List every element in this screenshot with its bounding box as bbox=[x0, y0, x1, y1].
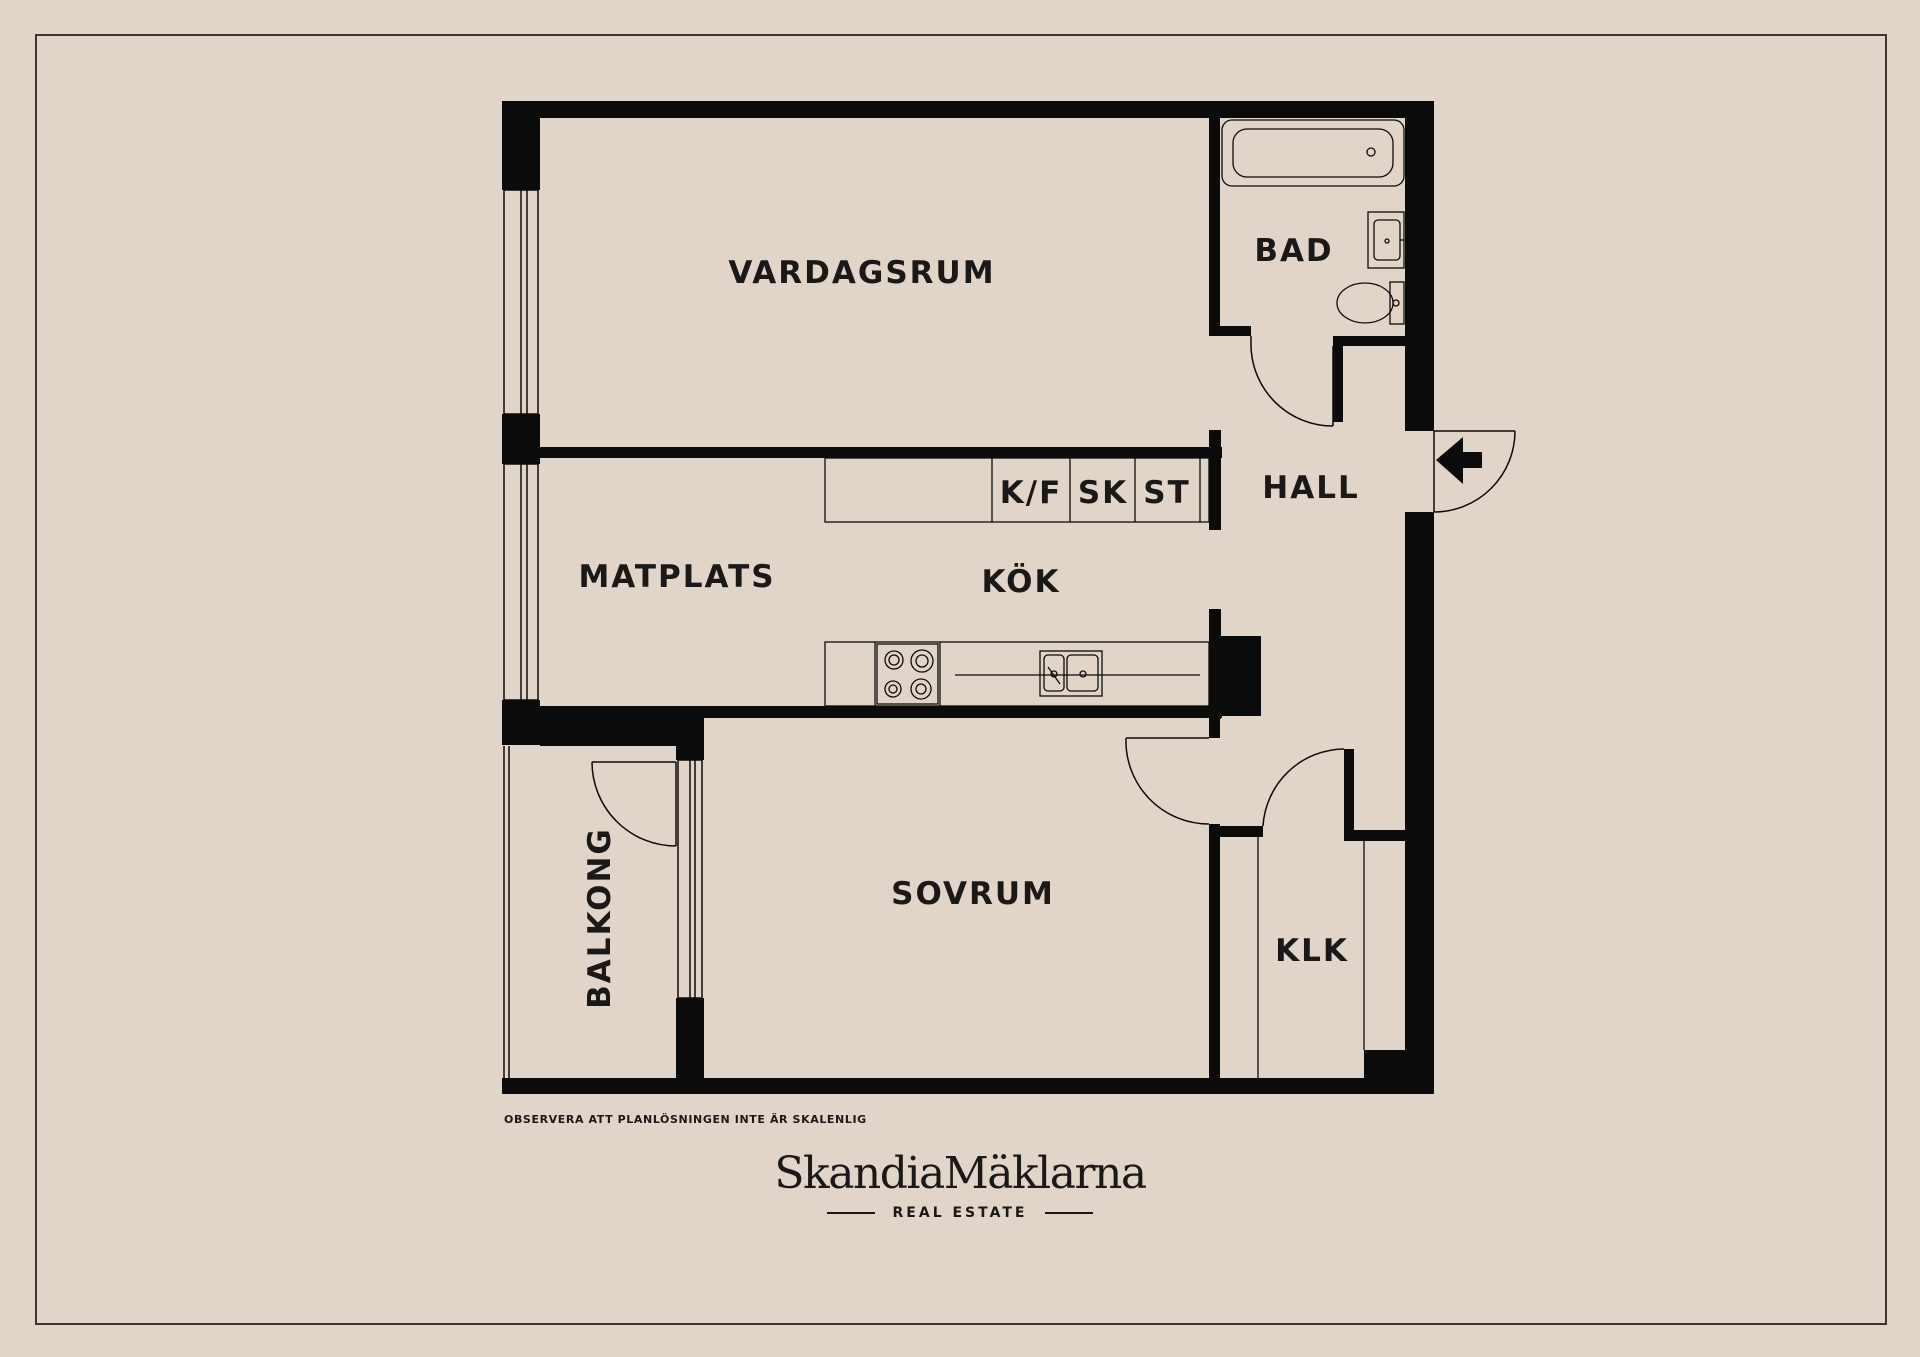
upper-counter bbox=[824, 457, 1210, 523]
wall-bedroom-left-upper bbox=[676, 718, 704, 760]
label-bad: BAD bbox=[1254, 233, 1333, 269]
page-frame bbox=[35, 34, 1887, 1325]
wall-klk-right-stub bbox=[1344, 749, 1354, 839]
label-vardagsrum: VARDAGSRUM bbox=[728, 255, 995, 291]
toilet-icon bbox=[1336, 281, 1405, 325]
logo-rule-right bbox=[1045, 1212, 1094, 1214]
label-matplats: MATPLATS bbox=[578, 559, 775, 595]
label-sk: SK bbox=[1078, 475, 1128, 511]
wall-bottom bbox=[502, 1078, 1434, 1094]
wall-kitchen-pier bbox=[1209, 609, 1221, 719]
logo-subtitle-text: REAL ESTATE bbox=[892, 1205, 1028, 1221]
bath-fixtures bbox=[1221, 119, 1405, 325]
windows bbox=[503, 189, 703, 1078]
wall-left-pier bbox=[502, 414, 540, 464]
stove-icon bbox=[876, 643, 939, 705]
label-hall: HALL bbox=[1262, 470, 1359, 506]
entrance-arrow-icon bbox=[1436, 437, 1482, 484]
wall-kitchen-right-upper bbox=[1209, 430, 1221, 530]
wall-right-upper bbox=[1405, 101, 1434, 431]
wall-bath-bottom-right bbox=[1333, 336, 1405, 346]
brand-subtitle: REAL ESTATE bbox=[0, 1205, 1920, 1221]
brand-logo: SkandiaMäklarna bbox=[774, 1148, 1147, 1199]
label-kf: K/F bbox=[1000, 475, 1063, 511]
wall-left-top bbox=[502, 101, 540, 190]
wall-right-lower bbox=[1405, 512, 1434, 1094]
label-kok: KÖK bbox=[981, 563, 1060, 600]
bathtub-icon bbox=[1221, 119, 1405, 187]
wall-bath-right-stub bbox=[1333, 336, 1343, 422]
wall-bedroom-right-lower bbox=[1209, 824, 1220, 1084]
label-klk: KLK bbox=[1275, 933, 1349, 969]
lower-counter bbox=[824, 641, 1210, 707]
wall-kitchen-pier-block bbox=[1221, 636, 1261, 716]
wall-bath-bottom-left bbox=[1209, 326, 1251, 336]
logo-rule-left bbox=[826, 1212, 875, 1214]
wall-klk-top-left bbox=[1209, 826, 1263, 837]
wall-klk-block bbox=[1364, 1050, 1405, 1084]
scale-disclaimer: OBSERVERA ATT PLANLÖSNINGEN INTE ÄR SKAL… bbox=[504, 1113, 867, 1126]
label-balkong: BALKONG bbox=[582, 827, 618, 1009]
walls bbox=[502, 101, 1434, 1094]
wall-living-right bbox=[1209, 118, 1220, 336]
klk-shelves bbox=[1257, 837, 1365, 1078]
wall-living-kitchen bbox=[540, 447, 1222, 458]
doors bbox=[591, 336, 1516, 847]
label-sovrum: SOVRUM bbox=[891, 876, 1055, 912]
wall-top bbox=[502, 101, 1434, 118]
wall-bedroom-right-upper bbox=[1209, 718, 1220, 738]
kitchen-fixtures bbox=[824, 457, 1210, 707]
washbasin-icon bbox=[1367, 211, 1405, 269]
wall-klk-top-right bbox=[1344, 830, 1405, 841]
label-st: ST bbox=[1143, 475, 1190, 511]
wall-bedroom-left-lower bbox=[676, 998, 704, 1088]
sink-icon bbox=[1039, 650, 1103, 697]
